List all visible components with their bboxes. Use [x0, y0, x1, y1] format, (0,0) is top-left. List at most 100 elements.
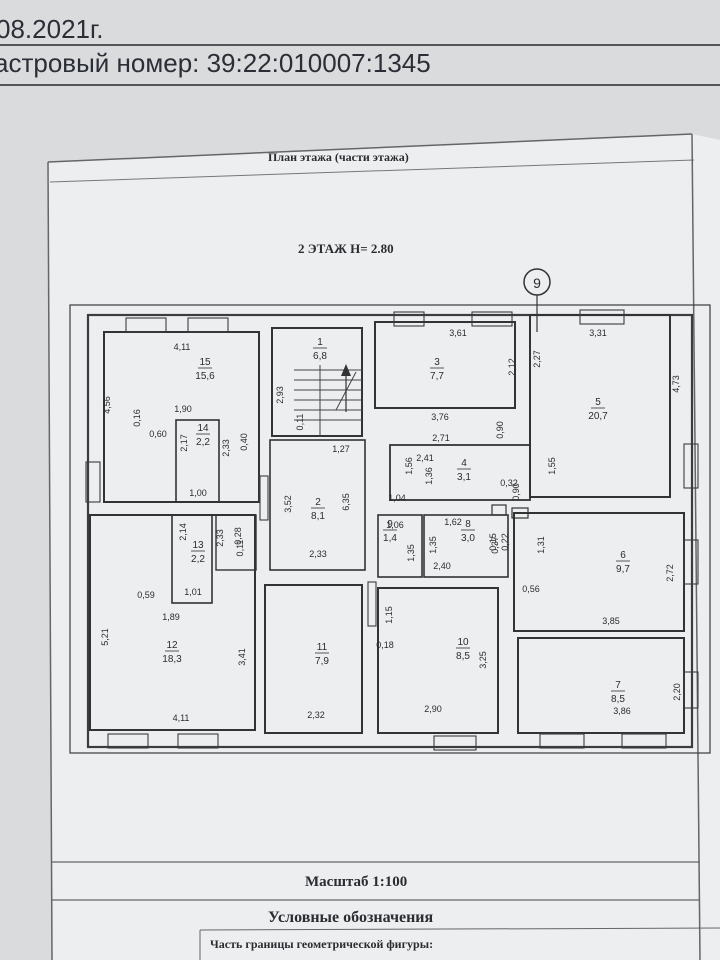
room-1-walls: [271, 327, 363, 437]
dimension-label: 2,71: [432, 433, 450, 443]
room-label: 108,5: [456, 637, 470, 662]
room-13-walls: [171, 514, 213, 604]
dimension-label: 0,11: [295, 414, 305, 431]
dimension-label: 0,32: [500, 478, 518, 488]
dimension-label: 1,36: [424, 467, 434, 485]
room-number: 3: [434, 357, 440, 368]
room-11-walls: [264, 584, 363, 734]
frame-title-rule: [49, 159, 695, 183]
legend-title: Условные обозначения: [268, 909, 434, 926]
dimension-label: 1,89: [162, 612, 180, 622]
dimension-label: 0,90: [495, 421, 505, 439]
room-3-walls: [374, 321, 516, 409]
fixture: [491, 504, 507, 516]
frame-top: [47, 133, 693, 163]
dimension-label: 1,35: [406, 544, 416, 562]
dimension-label: 4,11: [174, 342, 191, 352]
room-area: 6,8: [313, 351, 327, 362]
dimension-label: 2,32: [307, 710, 325, 720]
room-label: 78,5: [611, 680, 625, 705]
room-label: 43,1: [457, 458, 471, 483]
dimension-label: 0,90: [511, 483, 521, 501]
dimension-label: 3,85: [602, 616, 620, 626]
dimension-label: 1,56: [404, 457, 414, 475]
dimension-label: 2,20: [672, 683, 682, 701]
dimension-label: 0,18: [376, 640, 394, 650]
room-label: 83,0: [461, 519, 475, 544]
dimension-label: 2,72: [665, 564, 675, 582]
frame-right: [691, 133, 701, 960]
dimension-label: 0,37: [490, 536, 500, 554]
building-outer-contour: [69, 304, 711, 754]
dimension-label: 2,33: [221, 439, 231, 457]
room-label: 28,1: [311, 497, 325, 522]
dimension-labels: 4,111,900,601,001,273,613,762,712,411,04…: [100, 328, 682, 723]
room-number: 9: [387, 519, 393, 530]
scale-label: Масштаб 1:100: [305, 874, 408, 890]
dimension-label: 1,04: [388, 493, 406, 503]
legend-item: Часть границы геометрической фигуры:: [210, 937, 434, 951]
stair-arrow-head: [341, 364, 351, 376]
dimension-label: 3,61: [449, 328, 467, 338]
room-area: 3,0: [461, 533, 475, 544]
room-number: 15: [199, 357, 211, 368]
dimension-label: 2,14: [178, 523, 188, 541]
header-rule: [0, 44, 720, 46]
dimension-label: 1,06: [386, 520, 404, 530]
room-14-walls: [175, 419, 220, 503]
room-area: 2,2: [196, 437, 210, 448]
room-labels: 16,828,137,743,1520,769,778,583,091,4108…: [162, 337, 630, 705]
dimension-label: 4,73: [671, 375, 681, 393]
dimension-label: 2,27: [532, 350, 542, 368]
room-label: 142,2: [196, 423, 210, 448]
dimension-label: 6,35: [341, 493, 351, 511]
room-number: 6: [620, 550, 626, 561]
dimension-label: 1,55: [547, 457, 557, 475]
room-number: 1: [317, 337, 323, 348]
dimension-label: 3,25: [478, 651, 488, 669]
room-2-walls: [269, 439, 366, 571]
dimension-label: 2,17: [179, 434, 189, 452]
room-label: 117,9: [315, 642, 329, 667]
room-area: 15,6: [195, 371, 215, 382]
dimension-label: 3,41: [237, 648, 247, 666]
frame-left: [47, 161, 53, 960]
header-rule: [0, 84, 720, 86]
dimension-label: 2,12: [507, 358, 517, 376]
room-9-walls: [377, 514, 423, 578]
room-area: 1,4: [383, 533, 397, 544]
room-area: 20,7: [588, 411, 608, 422]
room-area: 7,7: [430, 371, 444, 382]
dimension-label: 1,27: [332, 444, 350, 454]
dimension-label: 3,76: [431, 412, 449, 422]
room-area: 9,7: [616, 564, 630, 575]
dimension-label: 1,62: [444, 517, 462, 527]
room-10-walls: [377, 587, 499, 734]
dimension-label: 0,16: [132, 409, 142, 427]
dimension-label: 1,01: [184, 587, 202, 597]
dimension-label: 0,56: [522, 584, 540, 594]
dimension-label: 5,21: [100, 628, 110, 646]
cadastral-number: астровый номер: 39:22:010007:1345: [0, 48, 431, 78]
dimension-label: 2,90: [424, 704, 442, 714]
dimension-label: 2,40: [433, 561, 451, 571]
room-number: 11: [317, 642, 328, 653]
room-label: 37,7: [430, 357, 444, 382]
floor-label: 2 ЭТАЖ H= 2.80: [298, 241, 394, 256]
dimension-label: 3,52: [283, 495, 293, 513]
room-number: 13: [192, 540, 204, 551]
room-area: 8,1: [311, 511, 325, 522]
room-number: 4: [461, 458, 467, 469]
axis-marker-label: 9: [533, 275, 541, 291]
room-label: 16,8: [313, 337, 327, 362]
dimension-label: 0,22: [500, 533, 510, 551]
stair-treads: [294, 365, 362, 436]
dimension-label: 0,15: [488, 533, 498, 551]
dimension-label: 2,33: [215, 529, 225, 547]
dimension-label: 1,15: [384, 606, 394, 624]
dimension-label: 4,56: [102, 396, 112, 414]
room-8-walls: [423, 514, 509, 578]
